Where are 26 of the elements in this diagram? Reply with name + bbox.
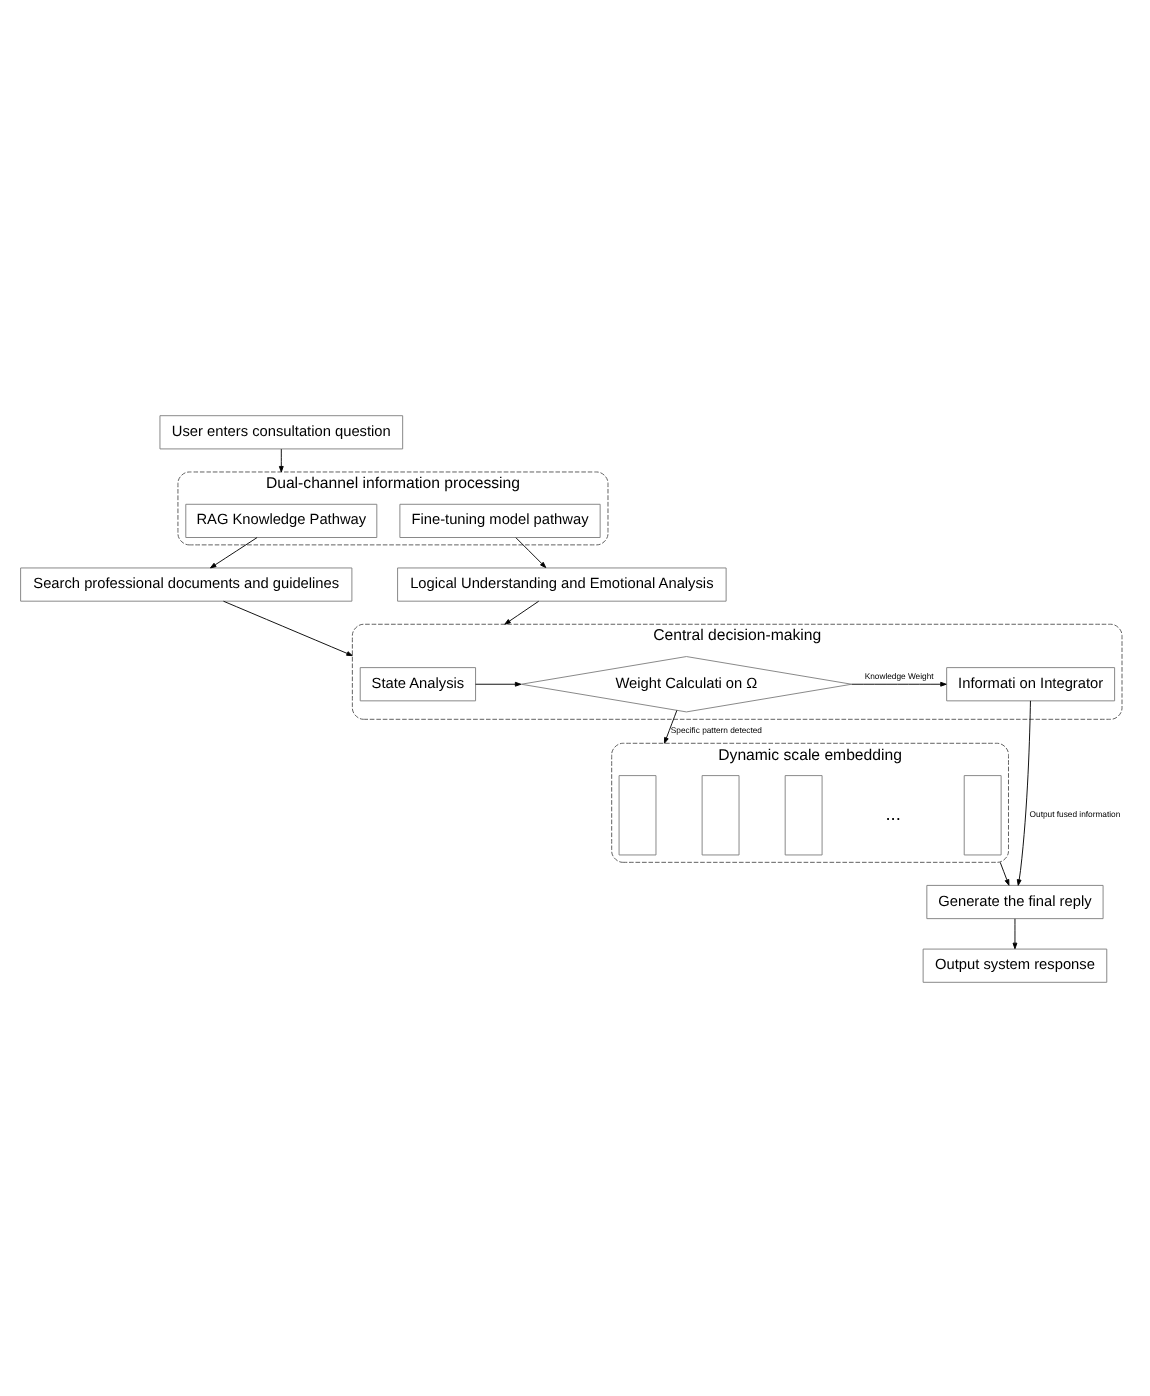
node-box: User enters consultation question [159, 414, 404, 449]
arrow [1012, 917, 1018, 949]
arrow [1016, 699, 1031, 885]
arrow [515, 536, 547, 567]
label: ... [885, 802, 901, 823]
arrow [278, 447, 284, 472]
arrow [504, 599, 540, 624]
arrow [223, 599, 353, 656]
node-box: Generate the final reply [926, 883, 1104, 919]
node-box [963, 774, 1002, 855]
arrow [475, 680, 522, 686]
node-box [784, 774, 823, 855]
node-box: Logical Understanding and Emotional Analysis [397, 566, 727, 601]
node-box [701, 774, 740, 855]
node-box: Output system response [922, 947, 1108, 982]
node-box [618, 774, 657, 855]
arrow [663, 708, 678, 743]
node-box: RAG Knowledge Pathway [185, 502, 378, 537]
arrow [999, 860, 1010, 885]
node-box: State Analysis [359, 666, 477, 701]
node-diamond: Weight Calculati on Ω [520, 655, 853, 712]
node-box: Search professional documents and guidelines [20, 566, 353, 601]
arrow [851, 680, 947, 686]
node-box: Fine-tuning model pathway [399, 502, 601, 537]
node-box: Informati on Integrator [946, 666, 1116, 701]
arrow [210, 536, 258, 568]
